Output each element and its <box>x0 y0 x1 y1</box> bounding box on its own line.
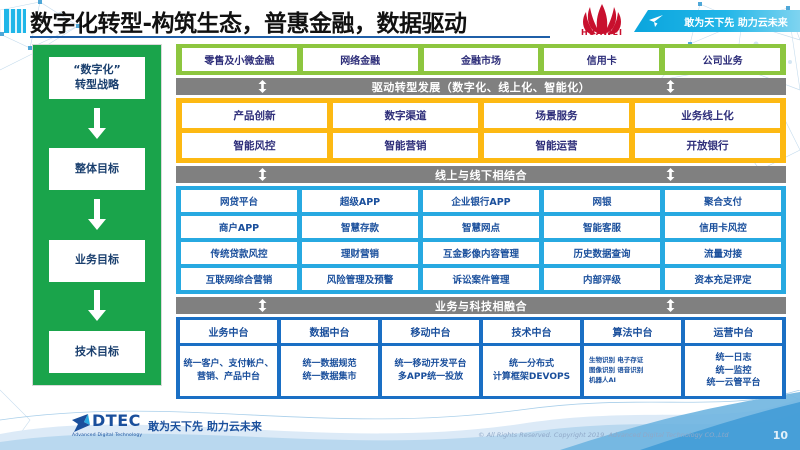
transformation-cell-0-3[interactable]: 业务线上化 <box>635 103 780 128</box>
platform-head-5[interactable]: 运营中台 <box>685 320 782 343</box>
transformation-layer: 产品创新 数字渠道 场景服务 业务线上化 智能风控 智能营销 智能运营 开放银行 <box>176 98 786 163</box>
strategy-box-3[interactable]: 技术目标 <box>49 330 145 373</box>
dtec-slogan: 敢为天下先 助力云未来 <box>148 420 262 433</box>
double-arrow-icon <box>666 299 675 312</box>
channel-cell-1-4[interactable]: 信用卡风控 <box>665 216 781 238</box>
transformation-cell-0-0[interactable]: 产品创新 <box>182 103 327 128</box>
transformation-cell-0-2[interactable]: 场景服务 <box>484 103 629 128</box>
business-line-4[interactable]: 公司业务 <box>665 48 780 71</box>
huawei-slogan-text: 敢为天下先 助力云未来 <box>684 18 788 29</box>
channel-cell-2-4[interactable]: 流量对接 <box>665 242 781 264</box>
title-accent-mark-icon <box>4 9 26 33</box>
channel-cell-3-4[interactable]: 资本充足评定 <box>665 268 781 290</box>
platform-body-1: 统一数据规范 统一数据集市 <box>281 346 378 396</box>
channel-row-1: 商户APP 智慧存款 智慧网点 智能客服 信用卡风控 <box>181 216 781 238</box>
transformation-cell-1-1[interactable]: 智能营销 <box>333 133 478 158</box>
double-arrow-icon <box>666 80 675 93</box>
platform-body-3: 统一分布式 计算框架DEVOPS <box>483 346 580 396</box>
channel-cell-1-3[interactable]: 智能客服 <box>544 216 660 238</box>
business-line-2[interactable]: 金融市场 <box>423 48 539 71</box>
platform-head-4[interactable]: 算法中台 <box>584 320 681 343</box>
channel-cell-1-0[interactable]: 商户APP <box>181 216 297 238</box>
title-underline <box>30 36 550 38</box>
connector-label-0: 驱动转型发展（数字化、线上化、智能化） <box>371 80 591 94</box>
platform-column-2: 移动中台 统一移动开发平台 多APP统一投放 <box>382 320 479 396</box>
business-line-1[interactable]: 网络金融 <box>302 48 418 71</box>
transformation-row-0: 产品创新 数字渠道 场景服务 业务线上化 <box>182 103 780 128</box>
connector-bar-0: 驱动转型发展（数字化、线上化、智能化） <box>176 78 786 95</box>
platform-body-0: 统一客户、支付帐户、营销、产品中台 <box>180 346 277 396</box>
dtec-logo-name: DTEC <box>92 411 141 430</box>
platform-column-4: 算法中台 生物识别 电子存证 图像识别 语音识别 机器人AI <box>584 320 681 396</box>
channel-cell-2-3[interactable]: 历史数据查询 <box>544 242 660 264</box>
channel-row-3: 互联网综合营销 风险管理及预警 诉讼案件管理 内部评级 资本充足评定 <box>181 268 781 290</box>
channel-cell-2-2[interactable]: 互金影像内容管理 <box>423 242 539 264</box>
huawei-slogan-banner: 敢为天下先 助力云未来 <box>634 10 800 32</box>
platform-column-1: 数据中台 统一数据规范 统一数据集市 <box>281 320 378 396</box>
platform-body-2: 统一移动开发平台 多APP统一投放 <box>382 346 479 396</box>
channel-cell-0-0[interactable]: 网贷平台 <box>181 190 297 212</box>
business-lines-band: 零售及小微金融 网络金融 金融市场 信用卡 公司业务 <box>176 44 786 75</box>
channel-cell-3-2[interactable]: 诉讼案件管理 <box>423 268 539 290</box>
channel-cell-3-3[interactable]: 内部评级 <box>544 268 660 290</box>
platform-head-3[interactable]: 技术中台 <box>483 320 580 343</box>
strategy-box-2[interactable]: 业务目标 <box>49 239 145 282</box>
channel-cell-1-1[interactable]: 智慧存款 <box>302 216 418 238</box>
platform-layer: 业务中台 统一客户、支付帐户、营销、产品中台 数据中台 统一数据规范 统一数据集… <box>176 317 786 399</box>
down-arrow-icon-2 <box>88 290 106 322</box>
slide-header: 数字化转型-构筑生态，普惠金融，数据驱动 HUAWEI 敢为天下先 助力云未来 <box>0 0 800 40</box>
platform-head-0[interactable]: 业务中台 <box>180 320 277 343</box>
channel-cell-3-1[interactable]: 风险管理及预警 <box>302 268 418 290</box>
platform-head-2[interactable]: 移动中台 <box>382 320 479 343</box>
dtec-logo-subtitle: Advanced Digital Technology <box>72 433 143 438</box>
strategy-column: “数字化” 转型战略 整体目标 业务目标 技术目标 <box>32 44 162 386</box>
transformation-cell-1-2[interactable]: 智能运营 <box>484 133 629 158</box>
channel-row-0: 网贷平台 超级APP 企业银行APP 网银 聚合支付 <box>181 190 781 212</box>
connector-label-1: 线上与线下相结合 <box>435 168 527 182</box>
down-arrow-icon-1 <box>88 198 106 230</box>
channel-cell-1-2[interactable]: 智慧网点 <box>423 216 539 238</box>
architecture-stack: 零售及小微金融 网络金融 金融市场 信用卡 公司业务 驱动转型发展（数字化、线上… <box>176 44 786 399</box>
strategy-box-1[interactable]: 整体目标 <box>49 148 145 191</box>
paper-plane-icon <box>649 15 663 27</box>
huawei-flower-icon <box>583 4 621 35</box>
platform-body-5: 统一日志 统一监控 统一云管平台 <box>685 346 782 396</box>
channel-row-2: 传统贷款风控 理财营销 互金影像内容管理 历史数据查询 流量对接 <box>181 242 781 264</box>
down-arrow-icon-0 <box>88 107 106 139</box>
huawei-wordmark: HUAWEI <box>580 28 624 37</box>
transformation-cell-0-1[interactable]: 数字渠道 <box>333 103 478 128</box>
double-arrow-icon <box>666 168 675 181</box>
slide-footer: DTEC Advanced Digital Technology 敢为天下先 助… <box>0 404 800 450</box>
connector-label-2: 业务与科技相融合 <box>435 299 527 313</box>
channel-cell-2-0[interactable]: 传统贷款风控 <box>181 242 297 264</box>
platform-body-4: 生物识别 电子存证 图像识别 语音识别 机器人AI <box>584 346 681 396</box>
transformation-cell-1-0[interactable]: 智能风控 <box>182 133 327 158</box>
channel-cell-0-2[interactable]: 企业银行APP <box>423 190 539 212</box>
channel-layer: 网贷平台 超级APP 企业银行APP 网银 聚合支付 商户APP 智慧存款 智慧… <box>176 186 786 294</box>
strategy-box-0[interactable]: “数字化” 转型战略 <box>49 57 145 99</box>
transformation-row-1: 智能风控 智能营销 智能运营 开放银行 <box>182 133 780 158</box>
page-number: 10 <box>772 429 788 442</box>
channel-cell-0-3[interactable]: 网银 <box>544 190 660 212</box>
platform-head-1[interactable]: 数据中台 <box>281 320 378 343</box>
platform-column-3: 技术中台 统一分布式 计算框架DEVOPS <box>483 320 580 396</box>
connector-bar-2: 业务与科技相融合 <box>176 297 786 314</box>
business-line-3[interactable]: 信用卡 <box>544 48 660 71</box>
channel-cell-0-1[interactable]: 超级APP <box>302 190 418 212</box>
connector-bar-1: 线上与线下相结合 <box>176 166 786 183</box>
page-title: 数字化转型-构筑生态，普惠金融，数据驱动 <box>30 11 467 37</box>
double-arrow-icon <box>258 168 267 181</box>
copyright-text: © All Rights Reserved. Copyright 2019. A… <box>478 431 729 439</box>
double-arrow-icon <box>258 80 267 93</box>
platform-column-0: 业务中台 统一客户、支付帐户、营销、产品中台 <box>180 320 277 396</box>
channel-cell-3-0[interactable]: 互联网综合营销 <box>181 268 297 290</box>
transformation-cell-1-3[interactable]: 开放银行 <box>635 133 780 158</box>
platform-column-5: 运营中台 统一日志 统一监控 统一云管平台 <box>685 320 782 396</box>
channel-cell-2-1[interactable]: 理财营销 <box>302 242 418 264</box>
channel-cell-0-4[interactable]: 聚合支付 <box>665 190 781 212</box>
business-line-0[interactable]: 零售及小微金融 <box>182 48 297 71</box>
double-arrow-icon <box>258 299 267 312</box>
